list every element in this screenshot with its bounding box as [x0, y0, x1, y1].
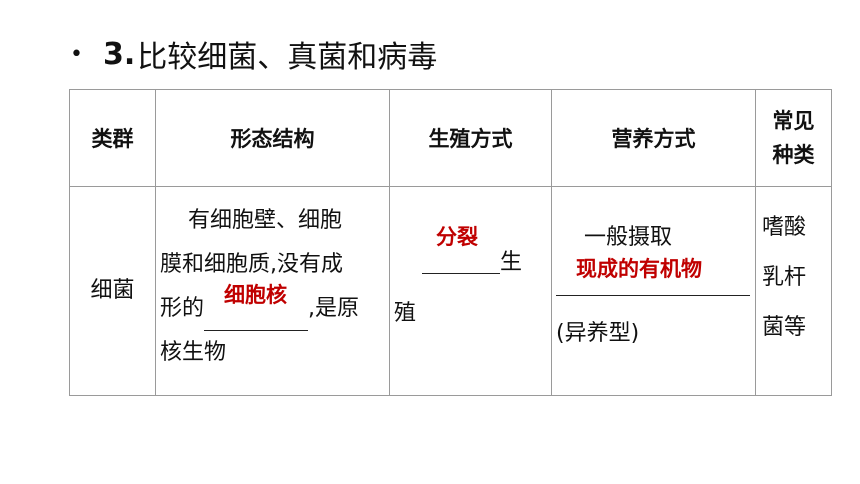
repro-blank [422, 251, 500, 274]
nutri-line1: 一般摄取 [584, 225, 673, 250]
morph-line4: 核生物 [160, 340, 227, 365]
morph-line2: 膜和细胞质,没有成 [160, 252, 343, 277]
nutri-answer: 现成的有机物 [576, 257, 702, 281]
repro-after: 生 [500, 250, 523, 275]
header-nutrition: 营养方式 [551, 89, 756, 187]
morph-line3-post: ,是原 [308, 296, 360, 321]
header-group: 类群 [69, 89, 156, 187]
repro-line1: 生 [422, 251, 522, 274]
section-title-text: 比较细菌、真菌和病毒 [137, 40, 438, 75]
header-reproduction: 生殖方式 [389, 89, 552, 187]
section-number: 3. [102, 36, 136, 72]
morph-answer: 细胞核 [224, 283, 287, 307]
group-cell: 细菌 [69, 186, 156, 396]
table-row: 细菌 有细胞壁、细胞 膜和细胞质,没有成 形的 ,是原 细胞核 核生物 分裂 生 … [69, 186, 832, 396]
header-common-line1: 常见 [772, 109, 815, 133]
table-header-row: 类群 形态结构 生殖方式 营养方式 常见 种类 [69, 89, 832, 187]
header-common-line2: 种类 [772, 143, 815, 167]
nutri-blank [556, 283, 750, 296]
nutrition-cell: 一般摄取 现成的有机物 (异养型) [551, 186, 756, 396]
repro-answer: 分裂 [436, 225, 478, 249]
morphology-cell: 有细胞壁、细胞 膜和细胞质,没有成 形的 ,是原 细胞核 核生物 [155, 186, 390, 396]
common-line3: 菌等 [762, 315, 807, 340]
common-line2: 乳杆 [762, 265, 807, 290]
bullet-icon: • [70, 41, 83, 67]
morph-line1: 有细胞壁、细胞 [188, 208, 343, 233]
nutri-line3: (异养型) [556, 321, 640, 346]
common-line1: 嗜酸 [762, 215, 807, 240]
comparison-table: 类群 形态结构 生殖方式 营养方式 常见 种类 细菌 有细胞壁、细胞 膜和细胞质… [69, 89, 832, 396]
header-morphology: 形态结构 [155, 89, 390, 187]
morph-line3-pre: 形的 [160, 296, 205, 321]
morph-blank [204, 308, 309, 331]
header-common: 常见 种类 [755, 89, 832, 187]
section-title: • 3. 比较细菌、真菌和病毒 [70, 34, 438, 76]
common-species-cell: 嗜酸 乳杆 菌等 [755, 186, 832, 396]
repro-line2: 殖 [394, 301, 417, 326]
morph-line3: 形的 ,是原 细胞核 [160, 283, 385, 331]
reproduction-cell: 分裂 生 殖 [389, 186, 552, 396]
